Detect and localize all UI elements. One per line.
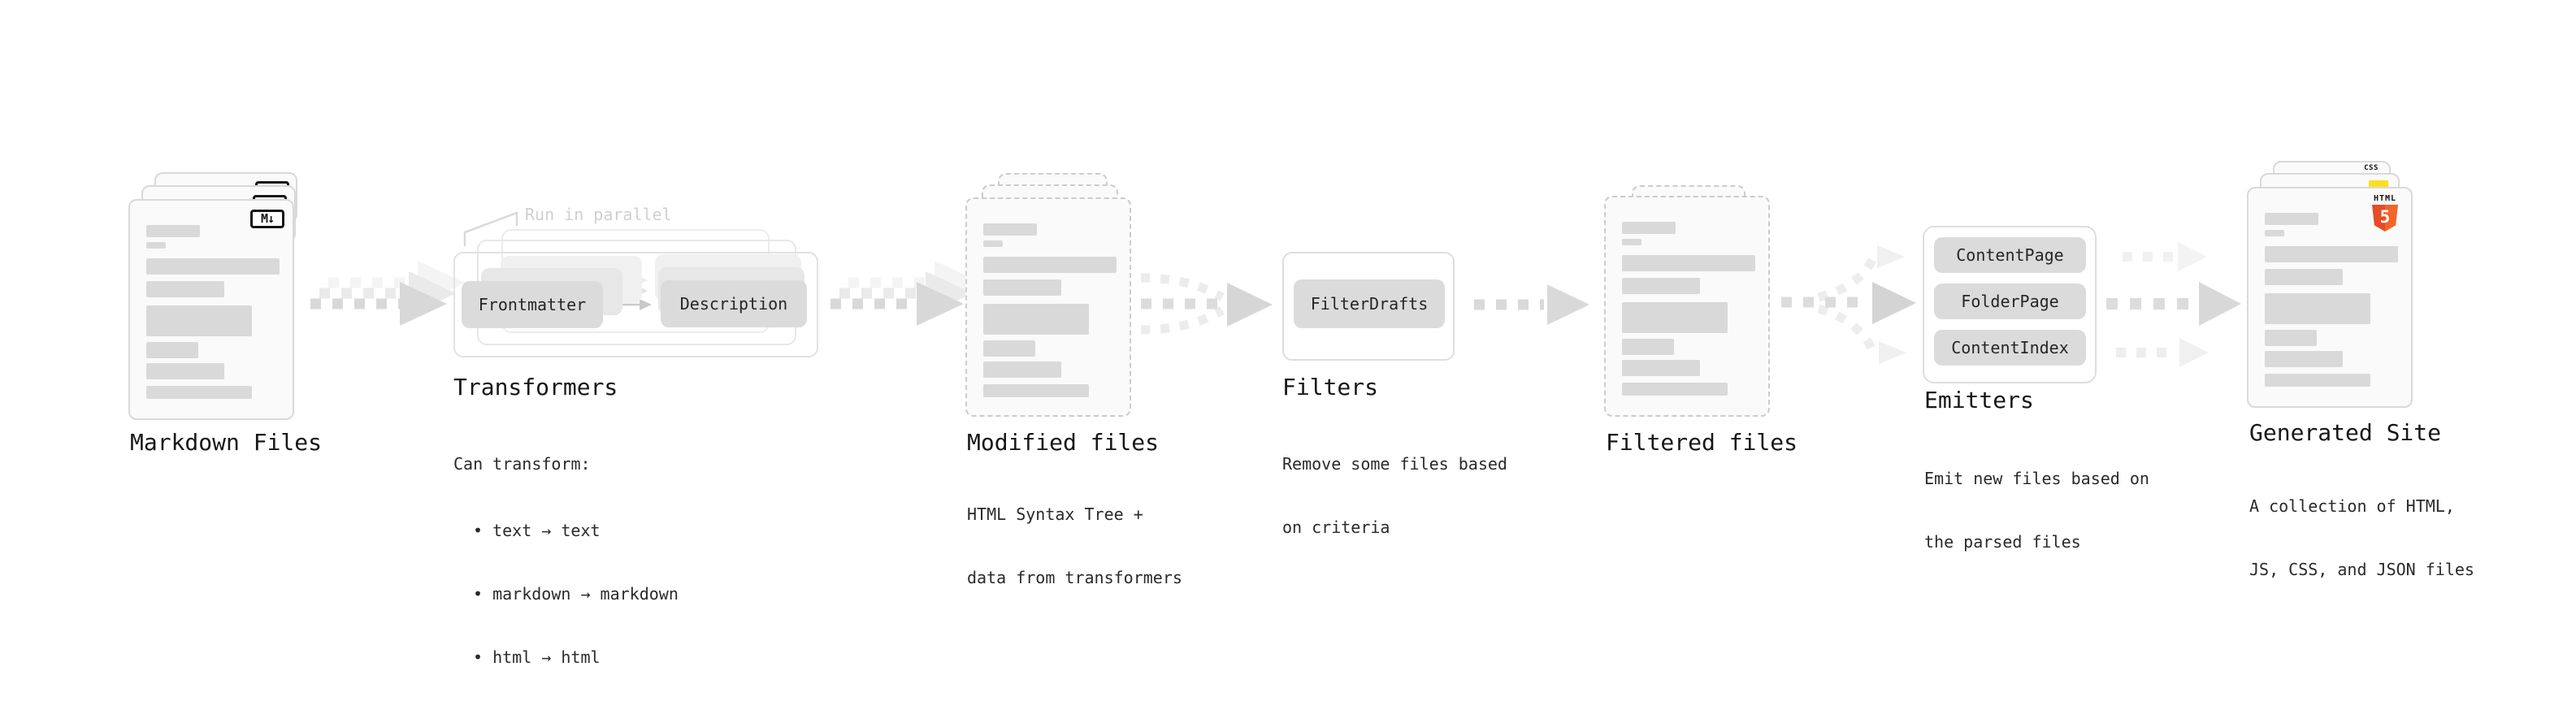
text-line-placeholder <box>146 305 252 336</box>
stage-label-filters: Filters <box>1282 374 1379 400</box>
text-line-placeholder <box>146 258 280 275</box>
pill-contentpage: ContentPage <box>1934 237 2086 273</box>
bullet-item: • markdown → markdown <box>473 584 679 604</box>
text-line-placeholder <box>2265 269 2343 285</box>
modified-files-description: HTML Syntax Tree + data from transformer… <box>967 461 1182 630</box>
file-card-front <box>965 197 1131 417</box>
arrow-markdown-to-transformers <box>310 261 465 326</box>
run-in-parallel-label: Run in parallel <box>525 205 672 224</box>
text-line-placeholder <box>1622 222 1676 234</box>
description-line: the parsed files <box>1924 532 2081 552</box>
text-line-placeholder <box>2265 330 2317 346</box>
generated-site-description: A collection of HTML, JS, CSS, and JSON … <box>2249 453 2474 622</box>
text-line-placeholder <box>1622 302 1728 333</box>
text-line-placeholder <box>2265 293 2370 324</box>
file-card-front: M↓ <box>128 199 294 420</box>
text-line-placeholder <box>1622 383 1728 396</box>
arrow-transformers-to-modified <box>830 261 982 326</box>
text-line-placeholder <box>146 281 224 297</box>
pill-folderpage: FolderPage <box>1934 284 2086 319</box>
emitters-description: Emit new files based on the parsed files <box>1924 426 2149 595</box>
pill-description: Description <box>661 280 807 327</box>
text-line-placeholder <box>146 342 198 358</box>
transformer-frame-front <box>453 252 818 357</box>
bullet-item: • text → text <box>473 521 601 540</box>
arrow-emitters-to-generated <box>2106 242 2241 367</box>
text-line-placeholder <box>2265 374 2370 387</box>
emitters-frame <box>1923 226 2097 383</box>
description-line: on criteria <box>1282 517 1390 537</box>
text-line-placeholder <box>146 242 166 249</box>
html5-shield: 5 <box>2372 205 2398 232</box>
css-icon-label: CSS <box>2364 164 2379 172</box>
filters-description: Remove some files based on criteria <box>1282 411 1507 580</box>
text-line-placeholder <box>983 361 1061 378</box>
pill-frontmatter: Frontmatter <box>462 281 603 328</box>
stage-label-markdown-files: Markdown Files <box>130 429 323 456</box>
description-line: data from transformers <box>967 568 1182 587</box>
text-line-placeholder <box>1622 278 1700 294</box>
js-icon <box>2369 180 2388 188</box>
bullet-item: • html → html <box>473 647 601 667</box>
text-line-placeholder <box>1622 339 1674 355</box>
text-line-placeholder <box>983 384 1089 397</box>
stage-label-emitters: Emitters <box>1924 387 2034 413</box>
html5-icon: HTML 5 <box>2370 194 2400 232</box>
markdown-icon: M↓ <box>250 210 284 228</box>
text-line-placeholder <box>146 386 252 399</box>
text-line-placeholder <box>983 240 1003 247</box>
text-line-placeholder <box>2265 246 2398 262</box>
text-line-placeholder <box>2265 230 2284 236</box>
transformers-description: Can transform: • text → text • markdown … <box>453 411 679 710</box>
arrow-filters-to-filtered <box>1474 284 1589 325</box>
pill-filterdrafts: FilterDrafts <box>1294 279 1445 328</box>
stage-label-transformers: Transformers <box>453 374 618 400</box>
can-transform-title: Can transform: <box>453 454 591 474</box>
arrow-filtered-to-emitters <box>1781 245 1916 364</box>
description-line: Emit new files based on <box>1924 469 2149 488</box>
pill-contentindex: ContentIndex <box>1934 330 2086 366</box>
text-line-placeholder <box>146 225 200 237</box>
filters-frame <box>1282 252 1455 361</box>
description-line: JS, CSS, and JSON files <box>2249 560 2474 579</box>
html5-five: 5 <box>2379 207 2391 227</box>
file-card-front-html: HTML 5 <box>2247 187 2413 408</box>
text-line-placeholder <box>983 279 1061 296</box>
text-line-placeholder <box>983 257 1117 273</box>
stage-label-modified-files: Modified files <box>967 429 1160 456</box>
text-line-placeholder <box>1622 360 1700 376</box>
text-line-placeholder <box>1622 239 1641 245</box>
stage-label-filtered-files: Filtered files <box>1606 429 1798 456</box>
text-line-placeholder <box>983 340 1035 357</box>
text-line-placeholder <box>983 304 1089 335</box>
pipeline-diagram: M↓ M↓ M↓ Markdown Files Run in parallel … <box>128 161 2474 667</box>
text-line-placeholder <box>1622 255 1755 271</box>
arrow-modified-to-filters <box>1140 273 1273 335</box>
text-line-placeholder <box>983 223 1037 236</box>
stage-label-generated-site: Generated Site <box>2249 419 2442 446</box>
description-line: HTML Syntax Tree + <box>967 504 1143 524</box>
text-line-placeholder <box>146 363 224 379</box>
description-line: A collection of HTML, <box>2249 496 2455 516</box>
text-line-placeholder <box>2265 213 2318 225</box>
html5-icon-label: HTML <box>2373 194 2397 203</box>
description-line: Remove some files based <box>1282 454 1507 474</box>
file-card-front <box>1604 196 1770 417</box>
text-line-placeholder <box>2265 351 2343 367</box>
